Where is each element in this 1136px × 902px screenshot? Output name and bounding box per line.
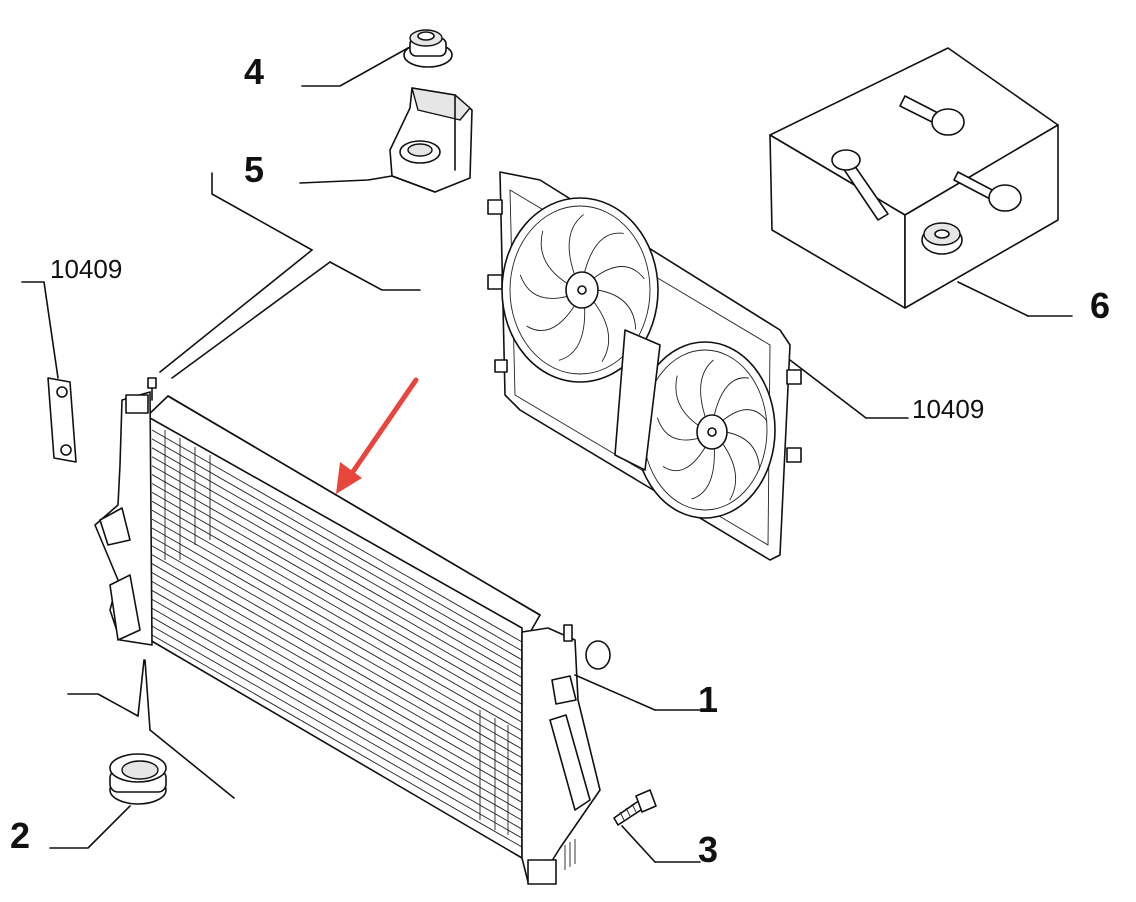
fin-line	[151, 518, 523, 732]
fin-line	[151, 483, 523, 696]
hardware-kit-part-6	[769, 47, 1059, 309]
kit-bolt-c	[953, 171, 1022, 212]
radiator	[94, 377, 611, 885]
fin-line	[151, 598, 523, 812]
fin-line	[151, 438, 523, 652]
highlight-arrow	[336, 377, 419, 494]
fan-blade	[722, 409, 768, 422]
fin-line	[151, 616, 523, 830]
callout-5: 5	[244, 149, 264, 190]
fin-line	[151, 572, 523, 785]
callout-10409-right: 10409	[912, 394, 984, 424]
fan-blade	[597, 289, 637, 330]
grommet-part-2	[109, 753, 167, 805]
fan-blade	[675, 375, 700, 427]
fan-blade	[662, 447, 706, 471]
fin-line	[151, 447, 523, 661]
seal-strip-10409	[47, 377, 77, 463]
fin-line	[151, 465, 523, 679]
fin-line	[151, 474, 523, 687]
bracket-part-5	[389, 87, 473, 193]
fan-blade	[700, 359, 714, 417]
bolt-part-3	[613, 789, 657, 826]
fin-line	[151, 492, 523, 705]
kit-bolt-b	[899, 95, 965, 136]
fin-line	[151, 554, 523, 768]
fin-line	[151, 607, 523, 821]
fin-line	[151, 563, 523, 777]
callout-10409-left: 10409	[50, 254, 122, 284]
fan-blade	[526, 305, 575, 331]
fan-blade	[540, 230, 568, 285]
kit-nut	[921, 222, 963, 255]
fan-blade	[713, 377, 750, 415]
fan-blade	[584, 232, 624, 272]
fan-blade	[519, 274, 568, 299]
fan-blade	[558, 308, 586, 361]
fan-shroud	[487, 171, 802, 561]
callout-4: 4	[244, 51, 264, 92]
fan-blade	[725, 431, 761, 470]
fin-line	[151, 456, 523, 670]
fan-blade	[593, 266, 645, 280]
fin-line	[151, 634, 523, 848]
fin-line	[151, 625, 523, 839]
fan-blade	[691, 449, 715, 500]
fan-blade	[568, 214, 584, 275]
fin-line	[151, 500, 523, 714]
fin-line	[151, 581, 523, 794]
callout-3: 3	[698, 829, 718, 870]
callout-1: 1	[698, 679, 718, 720]
fan-blade	[656, 417, 700, 441]
grommet-part-4	[403, 29, 453, 68]
leader-lines	[21, 47, 1073, 863]
fin-line	[151, 429, 523, 643]
kit-bolt-a	[831, 149, 889, 221]
radiator-fins	[151, 429, 523, 848]
fin-line	[151, 509, 523, 723]
fan-blade	[722, 443, 737, 501]
callout-6: 6	[1090, 285, 1110, 326]
fin-line	[151, 527, 523, 741]
fin-line	[151, 536, 523, 750]
fin-line	[151, 590, 523, 803]
fan-blade	[593, 301, 610, 362]
callout-2: 2	[10, 815, 30, 856]
fin-line	[151, 545, 523, 759]
